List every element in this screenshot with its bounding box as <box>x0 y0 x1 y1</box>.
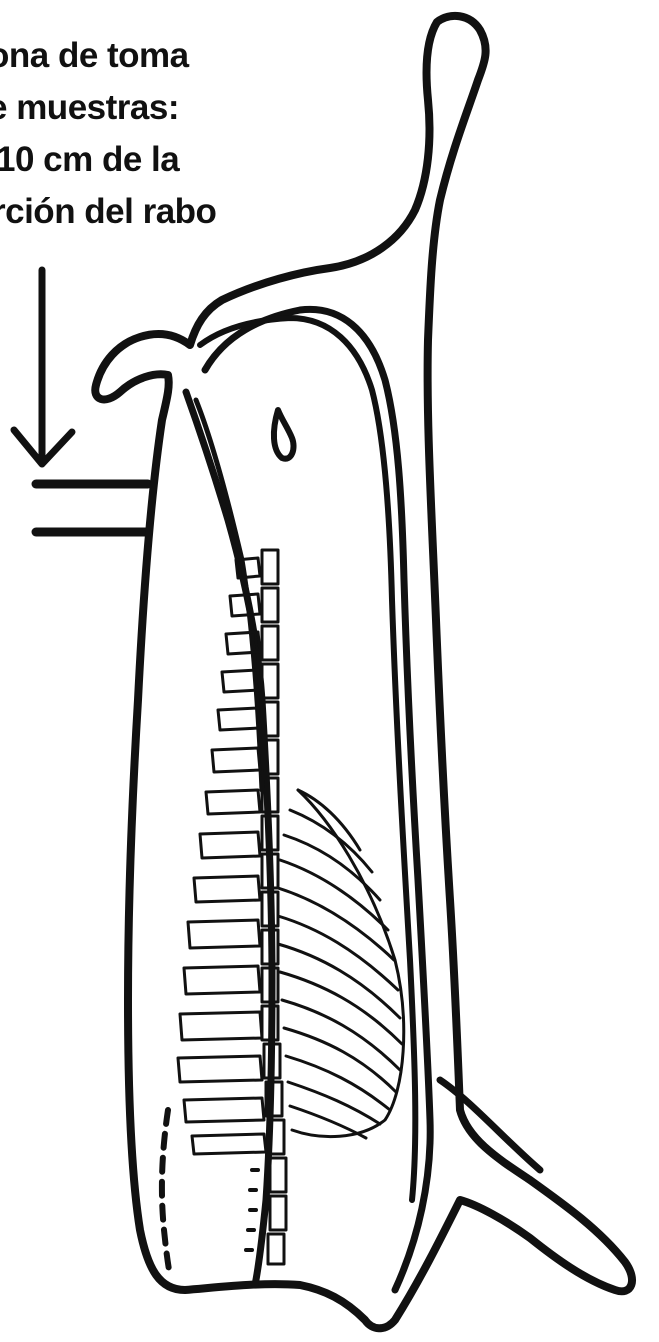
lower-marks <box>246 1170 258 1250</box>
down-arrow-icon <box>14 270 72 464</box>
kidney-mark <box>274 410 294 459</box>
lining-curve <box>200 318 415 1200</box>
cut-marks <box>36 484 148 532</box>
ribs <box>278 790 404 1138</box>
dashed-guide <box>162 1110 170 1275</box>
